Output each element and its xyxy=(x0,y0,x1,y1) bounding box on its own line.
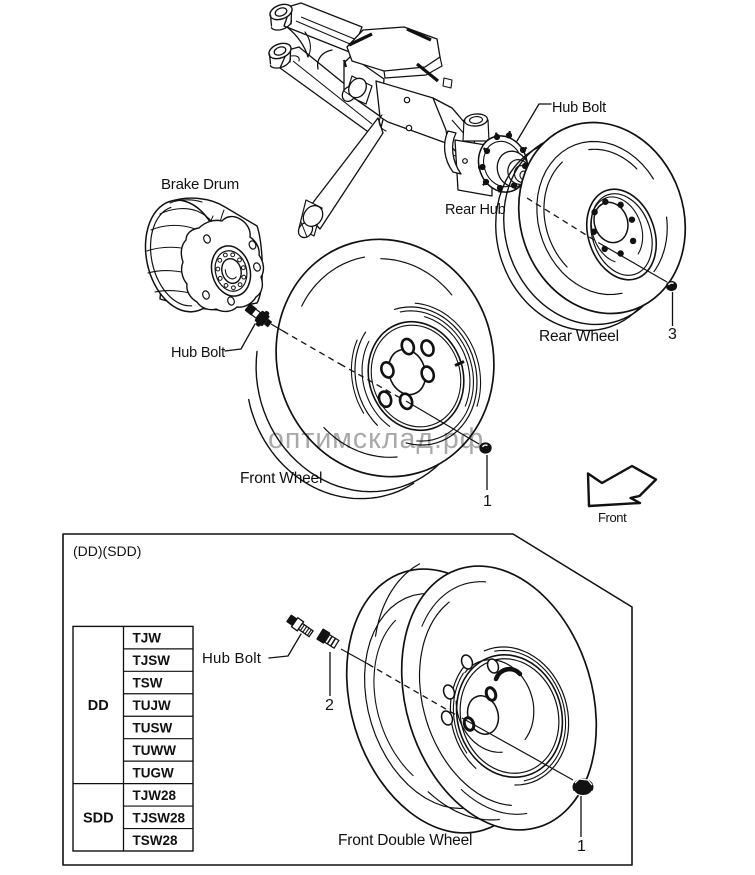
svg-text:TJSW: TJSW xyxy=(133,653,171,668)
svg-text:SDD: SDD xyxy=(83,810,114,826)
svg-text:Rear Hub: Rear Hub xyxy=(445,202,506,218)
svg-text:Hub Bolt: Hub Bolt xyxy=(171,345,225,361)
svg-text:2: 2 xyxy=(325,697,334,714)
svg-text:TUGW: TUGW xyxy=(133,765,174,780)
svg-text:Rear Wheel: Rear Wheel xyxy=(539,328,619,345)
svg-text:TJSW28: TJSW28 xyxy=(133,810,186,825)
svg-text:TUSW: TUSW xyxy=(133,720,173,735)
svg-text:3: 3 xyxy=(668,326,677,343)
svg-text:DD: DD xyxy=(88,698,109,714)
svg-text:(DD)(SDD): (DD)(SDD) xyxy=(73,543,141,559)
svg-text:1: 1 xyxy=(483,493,492,510)
svg-text:Hub Bolt: Hub Bolt xyxy=(552,100,606,116)
svg-text:Front Wheel: Front Wheel xyxy=(240,470,322,487)
svg-text:TSW28: TSW28 xyxy=(133,833,179,848)
svg-text:TSW: TSW xyxy=(133,676,163,691)
svg-text:TUJW: TUJW xyxy=(133,698,172,713)
svg-text:TUWW: TUWW xyxy=(133,743,177,758)
svg-text:Hub Bolt: Hub Bolt xyxy=(202,650,262,667)
svg-text:оптимсклад.рф: оптимсклад.рф xyxy=(268,423,484,455)
svg-text:Front Double Wheel: Front Double Wheel xyxy=(338,832,472,849)
svg-text:TJW: TJW xyxy=(133,631,162,646)
svg-text:Brake Drum: Brake Drum xyxy=(161,176,239,193)
svg-text:TJW28: TJW28 xyxy=(133,788,177,803)
svg-text:1: 1 xyxy=(577,838,586,855)
svg-text:Front: Front xyxy=(598,510,627,525)
